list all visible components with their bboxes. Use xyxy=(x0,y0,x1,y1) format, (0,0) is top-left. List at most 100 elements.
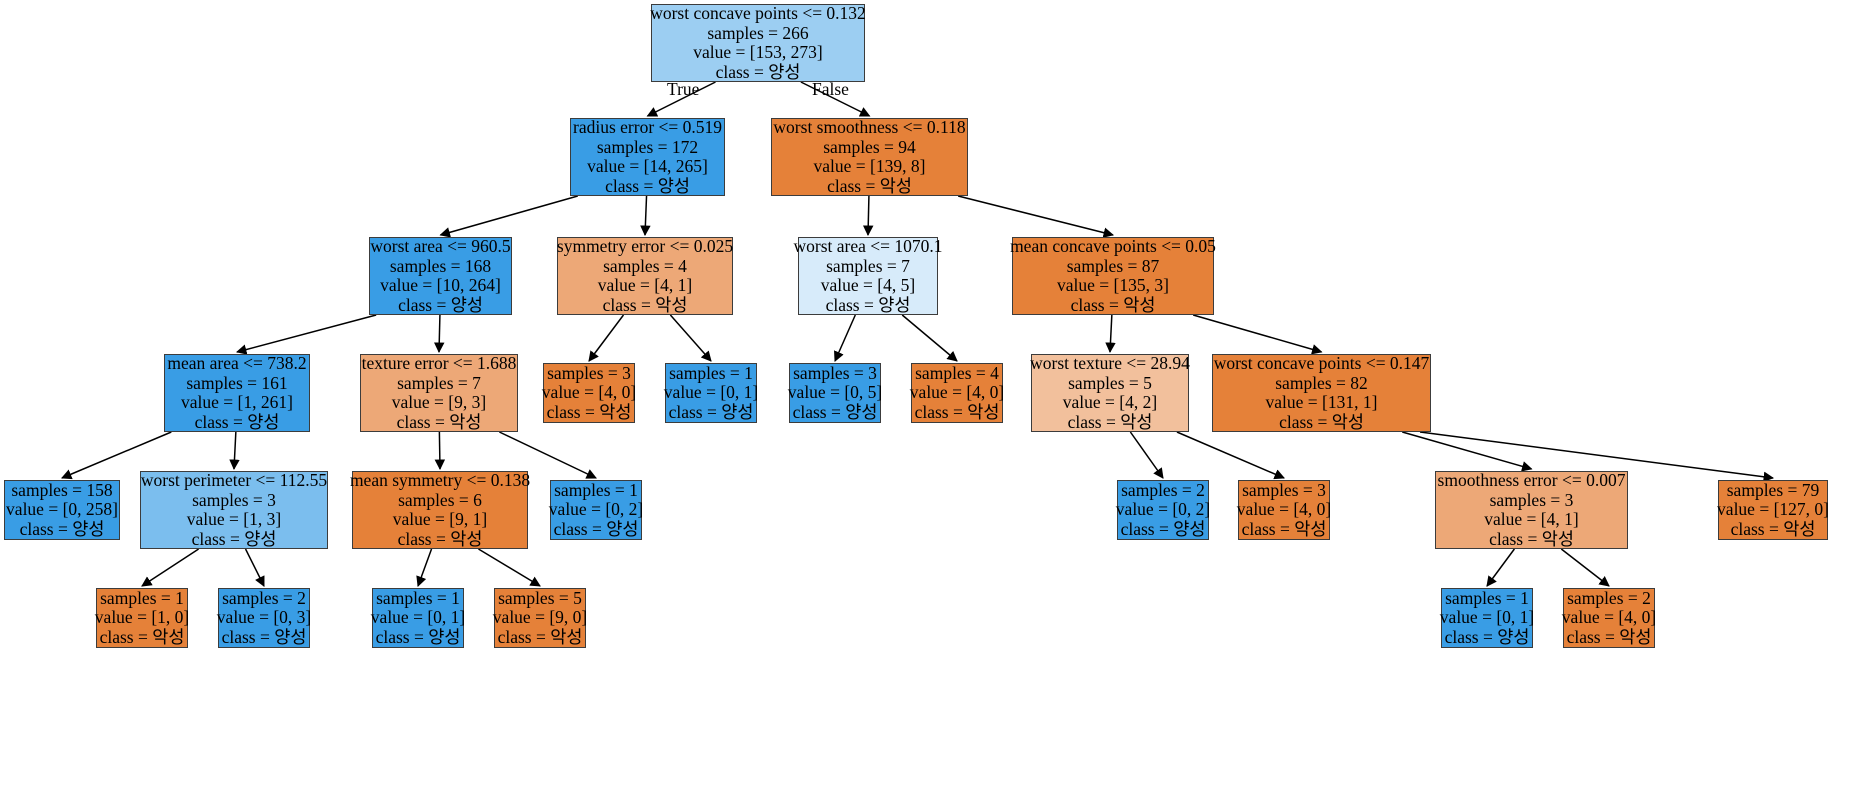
node-condition: worst texture <= 28.94 xyxy=(1030,353,1190,373)
node-value: value = [131, 1] xyxy=(1265,392,1378,412)
tree-edge xyxy=(1192,314,1323,355)
node-samples: samples = 3 xyxy=(547,362,631,383)
node-class: class = 양성 xyxy=(194,411,280,432)
node-condition: texture error <= 1.688 xyxy=(361,353,517,373)
node-class: class = 양성 xyxy=(375,626,461,647)
node-class: class = 양성 xyxy=(221,626,307,647)
node-value: value = [4, 0] xyxy=(909,382,1005,403)
tree-edge xyxy=(834,314,856,362)
node-samples: samples = 1 xyxy=(100,587,184,608)
tree-edge xyxy=(434,431,446,471)
node-samples: samples = 4 xyxy=(915,362,999,383)
tree-edge xyxy=(588,314,625,362)
tree-edge xyxy=(669,314,712,362)
edge-label-true: True xyxy=(667,79,700,99)
node-class: class = 악성 xyxy=(396,411,482,432)
node-value: value = [0, 1] xyxy=(370,607,466,628)
node-samples: samples = 94 xyxy=(823,136,916,157)
node-samples: samples = 3 xyxy=(192,489,276,510)
node-condition: mean symmetry <= 0.138 xyxy=(349,470,531,490)
tree-edge xyxy=(901,314,958,362)
node-samples: samples = 2 xyxy=(222,587,306,608)
node-condition: mean area <= 738.2 xyxy=(167,353,307,373)
node-class: class = 악성 xyxy=(99,626,185,647)
node-condition: mean concave points <= 0.05 xyxy=(1010,236,1216,256)
node-value: value = [1, 261] xyxy=(181,392,293,412)
node-samples: samples = 5 xyxy=(1068,372,1152,393)
tree-edge xyxy=(433,314,445,354)
node-value: value = [0, 2] xyxy=(548,499,644,520)
tree-edge xyxy=(1176,431,1285,480)
node-value: value = [4, 1] xyxy=(597,275,693,295)
node-class: class = 양성 xyxy=(398,294,483,315)
node-condition: symmetry error <= 0.025 xyxy=(556,236,734,256)
tree-edge xyxy=(1486,548,1515,587)
node-value: value = [1, 0] xyxy=(94,607,190,628)
node-class: class = 양성 xyxy=(1120,518,1206,539)
node-class: class = 양성 xyxy=(715,61,801,82)
node-value: value = [14, 265] xyxy=(587,156,708,176)
node-samples: samples = 87 xyxy=(1066,255,1160,276)
node-samples: samples = 79 xyxy=(1726,479,1820,500)
node-class: class = 악성 xyxy=(827,175,912,196)
node-value: value = [9, 3] xyxy=(391,392,487,412)
node-class: class = 악성 xyxy=(397,528,483,549)
tree-edge xyxy=(416,548,433,587)
tree-edge xyxy=(862,195,874,237)
node-value: value = [4, 0] xyxy=(1236,499,1332,520)
node-condition: worst perimeter <= 112.55 xyxy=(140,470,328,490)
node-samples: samples = 5 xyxy=(498,587,582,608)
node-class: class = 양성 xyxy=(605,175,690,196)
edge-label-false: False xyxy=(812,79,849,99)
node-samples: samples = 4 xyxy=(603,255,687,276)
node-samples: samples = 7 xyxy=(397,372,481,393)
node-class: class = 양성 xyxy=(1444,626,1530,647)
node-class: class = 양성 xyxy=(191,528,277,549)
tree-edge xyxy=(957,195,1115,238)
node-value: value = [153, 273] xyxy=(693,42,823,62)
node-value: value = [9, 0] xyxy=(492,607,588,628)
node-class: class = 악성 xyxy=(1489,528,1574,549)
node-value: value = [0, 1] xyxy=(1439,607,1535,628)
tree-edge xyxy=(235,314,377,355)
tree-edge xyxy=(1560,548,1610,587)
node-condition: worst area <= 960.5 xyxy=(370,236,511,256)
node-samples: samples = 3 xyxy=(793,362,877,383)
node-samples: samples = 82 xyxy=(1275,372,1368,393)
node-value: value = [4, 0] xyxy=(541,382,637,403)
node-condition: worst concave points <= 0.132 xyxy=(650,3,866,23)
node-samples: samples = 266 xyxy=(707,22,809,43)
node-condition: worst smoothness <= 0.118 xyxy=(773,117,966,137)
tree-edge xyxy=(478,548,541,587)
node-samples: samples = 1 xyxy=(554,479,638,500)
node-samples: samples = 161 xyxy=(186,372,288,393)
node-class: class = 악성 xyxy=(914,401,1000,422)
tree-edge xyxy=(1105,314,1116,354)
node-class: class = 악성 xyxy=(546,401,632,422)
node-class: class = 악성 xyxy=(1241,518,1327,539)
node-class: class = 양성 xyxy=(792,401,878,422)
node-value: value = [139, 8] xyxy=(813,156,926,176)
